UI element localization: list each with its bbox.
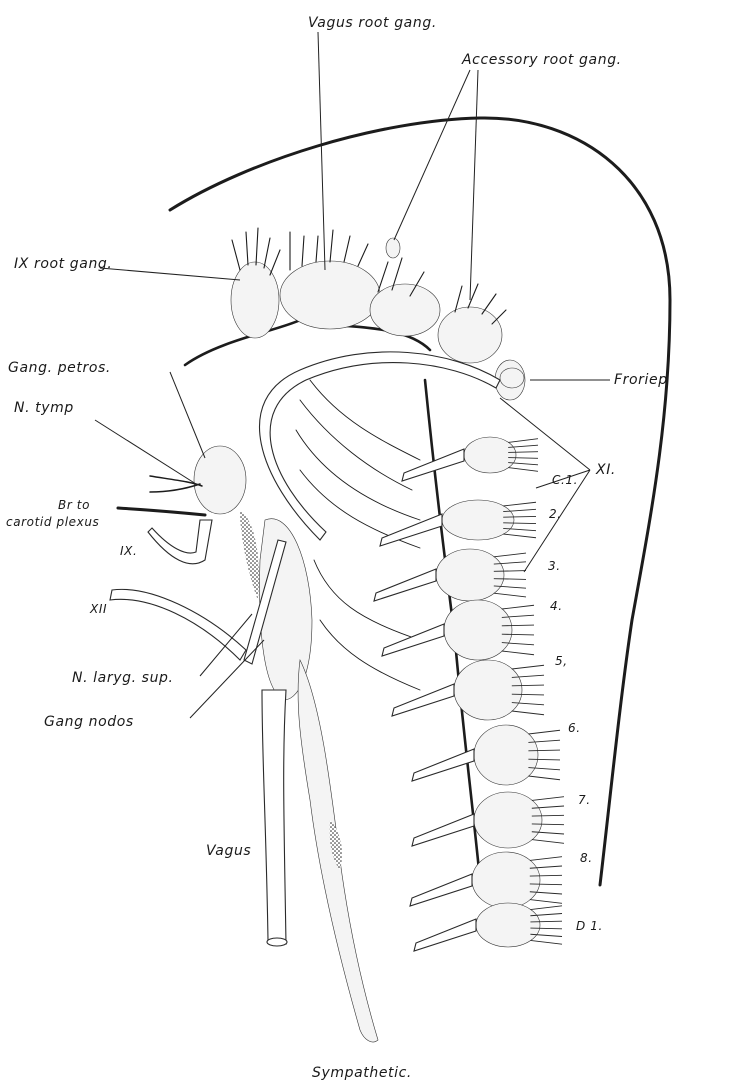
segment-rootlet xyxy=(530,857,562,861)
segment-nerve xyxy=(410,874,472,906)
segment-label: 3. xyxy=(548,559,561,573)
segment-label: 6. xyxy=(568,721,581,735)
label-xii: XII xyxy=(89,602,107,616)
froriep-ganglion xyxy=(500,368,524,388)
segment-nerve xyxy=(382,624,444,656)
segment-label: 2. xyxy=(549,507,562,521)
segment-rootlet xyxy=(530,906,562,910)
segment-rootlet xyxy=(508,468,538,472)
label-n-laryg-sup: N. laryg. sup. xyxy=(72,670,174,686)
label-vagus: Vagus xyxy=(206,843,251,859)
segment-label: C.1. xyxy=(552,473,578,487)
label-ix-root-gang: IX root gang. xyxy=(14,256,112,272)
segment-rootlet xyxy=(503,502,536,506)
label-vagus-root-gang: Vagus root gang. xyxy=(308,15,437,31)
segment-label: 4. xyxy=(550,599,563,613)
label-n-tymp: N. tymp xyxy=(14,400,74,416)
label-gang-nodos: Gang nodos xyxy=(44,714,134,730)
segment-rootlet xyxy=(512,665,544,669)
segment-nerve xyxy=(412,749,474,781)
segment-rootlet xyxy=(502,651,534,655)
segment-rootlet xyxy=(508,439,538,443)
xii-nerve xyxy=(110,589,246,660)
label-br-to: Br to xyxy=(58,498,90,512)
segment-nerve xyxy=(374,569,436,601)
segment-label: 5, xyxy=(555,654,568,668)
segment-rootlet xyxy=(532,797,564,801)
label-gang-petros: Gang. petros. xyxy=(8,360,111,376)
segment-rootlet xyxy=(530,940,562,944)
segment-nerve xyxy=(414,919,476,951)
segment-label: D 1. xyxy=(576,919,603,933)
vagus-cut-end xyxy=(267,938,287,946)
segment-rootlet xyxy=(494,593,526,597)
label-carotid-plexus: carotid plexus xyxy=(6,515,99,529)
segment-nerve xyxy=(412,814,474,846)
segment-labels: C.1. 2. 3. 4. 5, 6. 7. 8. D 1. xyxy=(548,473,603,933)
segment-rootlet xyxy=(512,711,544,715)
segment-label: 8. xyxy=(580,851,593,865)
ix-nerve xyxy=(148,520,212,564)
segment-rootlet xyxy=(530,900,562,904)
segment-rootlet xyxy=(528,730,560,734)
vagus-trunk xyxy=(262,690,286,944)
segment-nerve xyxy=(392,684,454,716)
segment-rootlet xyxy=(502,605,534,609)
segment-rootlet xyxy=(528,776,560,780)
label-ix: IX. xyxy=(120,544,137,558)
br-carotid-nerve xyxy=(118,508,205,515)
label-sympathetic: Sympathetic. xyxy=(312,1065,412,1081)
segment-rootlet xyxy=(503,534,536,538)
segment-label: 7. xyxy=(578,793,591,807)
segment-rootlet xyxy=(532,840,564,844)
gang-petros-ganglion xyxy=(194,446,246,514)
body-outline xyxy=(170,118,670,885)
label-xi: XI. xyxy=(595,462,616,478)
label-accessory-root-gang: Accessory root gang. xyxy=(461,52,622,68)
segment-rootlet xyxy=(494,553,526,557)
label-froriep: Froriep xyxy=(614,372,668,388)
dense-region xyxy=(240,510,259,600)
segment-nerve xyxy=(380,514,442,546)
